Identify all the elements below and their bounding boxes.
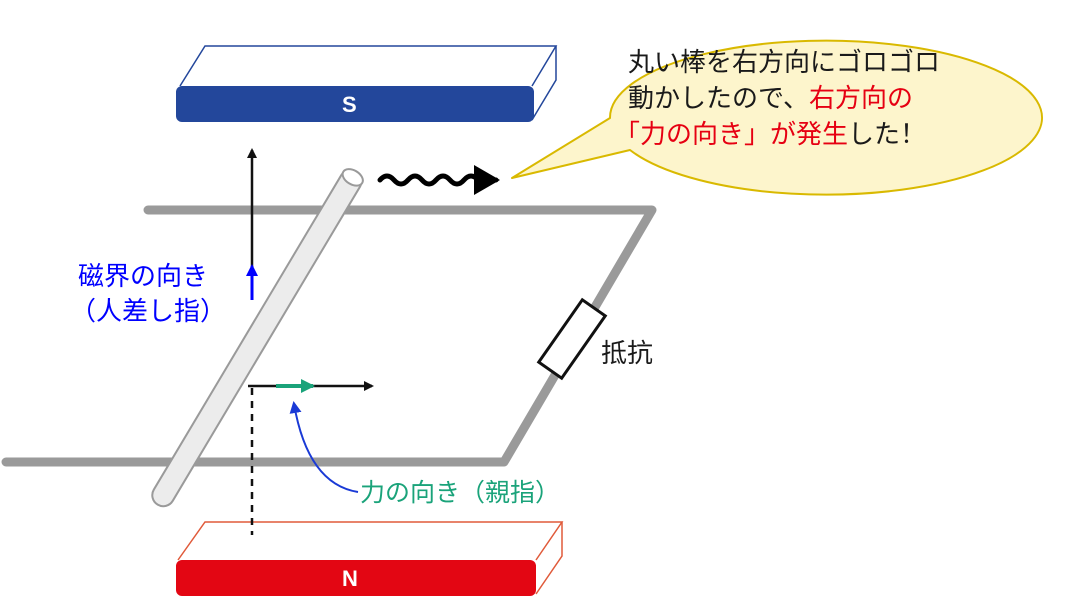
callout-line-1: 丸い棒を右方向にゴロゴロ [628, 46, 1008, 82]
resistor-label: 抵抗 [601, 339, 654, 369]
speech-callout [511, 39, 1043, 196]
field-direction-label-line2: （人差し指） [70, 297, 227, 327]
callout-line-2: 動かしたので、右方向の [628, 82, 1008, 118]
callout-line-3-plain: した！ [848, 119, 927, 150]
magnet-n [176, 521, 564, 596]
field-direction-label-line1: 磁界の向き [78, 262, 209, 292]
magnet-s-side-face [531, 46, 557, 121]
magnet-n-body [176, 560, 536, 596]
magnet-n-letter: N [342, 566, 358, 591]
rolling-rod [151, 168, 364, 508]
rail-circuit [1, 205, 657, 467]
magnet-s-top-face [179, 45, 558, 87]
callout-line-1-text: 丸い棒を右方向にゴロゴロ [628, 48, 941, 78]
callout-text: 丸い棒を右方向にゴロゴロ 動かしたので、右方向の 「力の向き」が発生した！ [614, 46, 1008, 154]
callout-line-2-emphasis: 右方向の [808, 83, 913, 114]
magnet-s [176, 45, 558, 122]
magnet-n-side-face [535, 522, 563, 595]
magnet-n-top-face [177, 521, 564, 561]
magnet-s-body [176, 86, 534, 122]
magnet-s-letter: S [342, 92, 357, 117]
rolling-rod-body [151, 168, 363, 508]
callout-line-3-emphasis: 「力の向き」が発生 [614, 119, 849, 150]
force-direction-label: 力の向き（親指） [360, 478, 561, 507]
force-pointer-curve [289, 401, 359, 493]
wavy-motion-arrow-icon [377, 165, 500, 195]
rolling-rod-end [341, 168, 364, 187]
resistor [536, 297, 608, 381]
callout-line-2-plain: 動かしたので、 [628, 83, 809, 114]
callout-line-3: 「力の向き」が発生した！ [614, 118, 1008, 154]
